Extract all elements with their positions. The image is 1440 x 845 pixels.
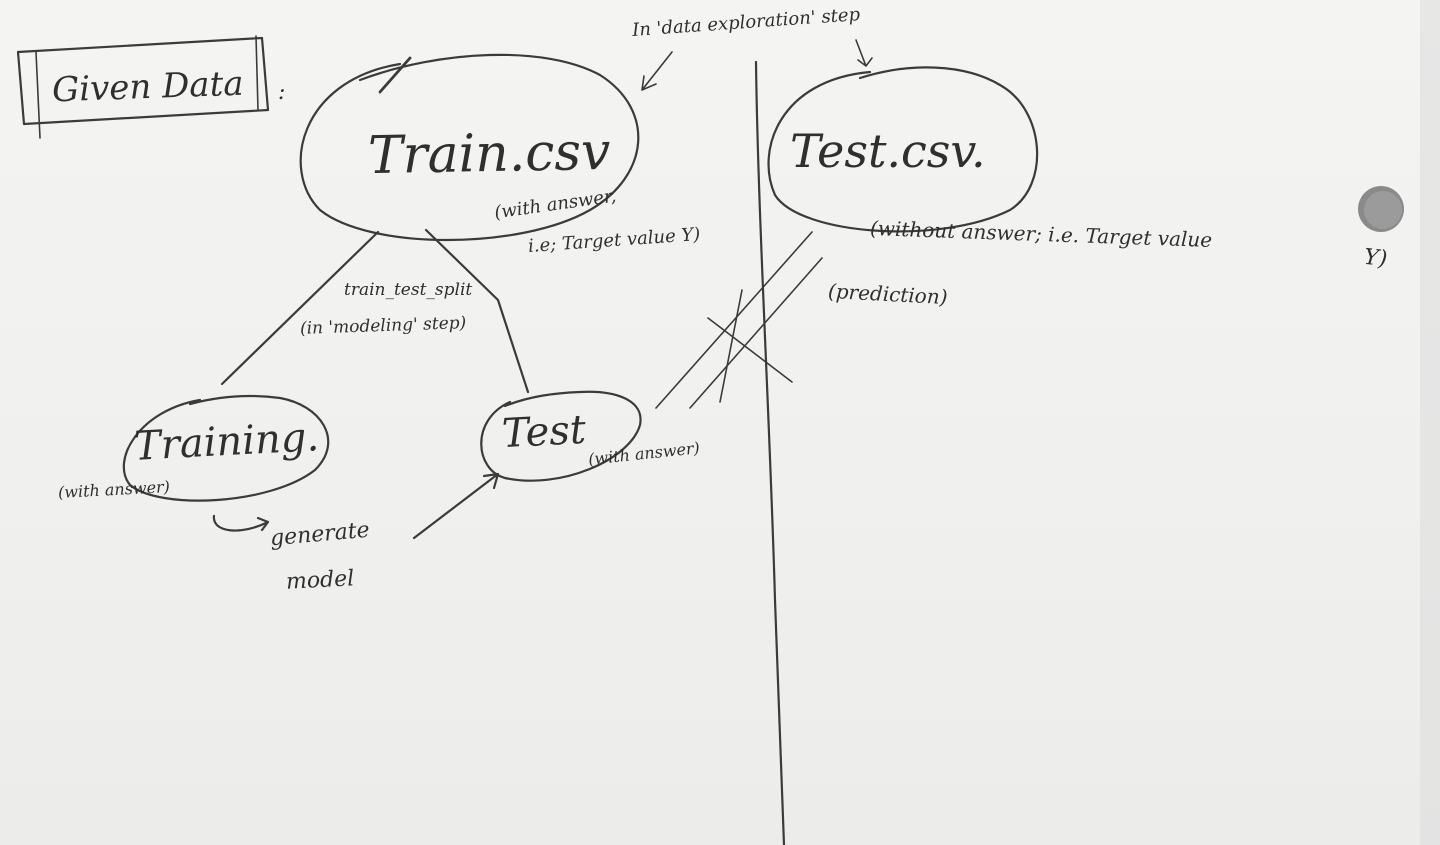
split-line-to-training bbox=[220, 230, 380, 386]
test-target-y-note: Y) bbox=[1362, 244, 1389, 273]
test-csv-ellipse bbox=[767, 66, 1039, 233]
test-to-testcsv-line-1 bbox=[655, 231, 813, 409]
training-label: Training. bbox=[132, 414, 321, 470]
generate-curved-arrow bbox=[212, 514, 270, 532]
test-to-testcsv-line-2 bbox=[689, 257, 823, 409]
given-data-box bbox=[16, 36, 270, 126]
test-ellipse bbox=[480, 390, 642, 482]
cross-out-stroke-1 bbox=[707, 317, 793, 383]
punch-hole-inner bbox=[1364, 191, 1402, 229]
test-label: Test bbox=[500, 406, 588, 458]
model-to-test-arrow bbox=[412, 472, 500, 540]
split-line-to-test bbox=[424, 228, 530, 394]
given-data-box-inner-left bbox=[35, 51, 41, 139]
train-csv-label: Train.csv bbox=[367, 121, 611, 187]
given-data-title: Given Data bbox=[51, 63, 245, 111]
vertical-divider-line bbox=[754, 60, 786, 845]
data-exploration-arrow-right bbox=[855, 39, 873, 67]
paper-edge-shadow bbox=[1420, 0, 1440, 845]
train-csv-ellipse bbox=[299, 53, 640, 242]
prediction-note: (prediction) bbox=[827, 278, 949, 310]
split-function-label: train_test_split bbox=[344, 280, 473, 300]
given-data-colon: : bbox=[278, 80, 286, 105]
model-label: model bbox=[285, 566, 355, 595]
data-exploration-arrow-left bbox=[641, 51, 673, 91]
given-data-box-inner-right bbox=[255, 35, 259, 111]
test-csv-label: Test.csv. bbox=[790, 124, 986, 178]
cross-out-stroke-2 bbox=[719, 289, 743, 403]
training-ellipse bbox=[122, 394, 330, 502]
train-csv-ellipse-overdraw bbox=[378, 56, 412, 94]
